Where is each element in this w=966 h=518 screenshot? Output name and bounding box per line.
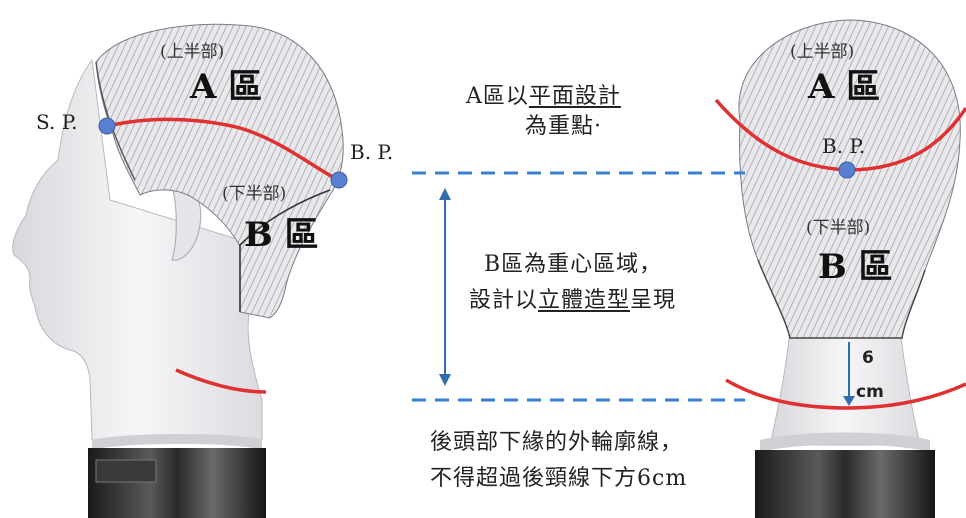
side-neck-line (175, 368, 267, 394)
note-b-line2: 設計以立體造型呈現 (469, 290, 676, 312)
side-base-label (95, 459, 157, 483)
side-sp-bp-line (107, 117, 339, 182)
back-neck-skin (769, 329, 921, 446)
side-head-skin (12, 58, 263, 441)
back-zone-a-sub: (上半部) (790, 42, 855, 62)
side-b-zone-outline (239, 189, 331, 312)
note-bottom-line2: 不得超過後頸線下方6cm (430, 466, 688, 491)
side-view-head (12, 23, 348, 518)
note-b-line1: B區為重心區域， (484, 252, 663, 277)
back-base-stand (755, 450, 935, 518)
back-zone-a-label: A 區 (808, 67, 881, 107)
sp-point (98, 117, 116, 135)
back-neck-line (725, 378, 966, 410)
measure-unit: cm (856, 382, 884, 402)
back-zone-b-sub: (下半部) (806, 218, 871, 238)
note-b-line2-emph: 立體造型 (538, 288, 631, 313)
note-a-line1: A區以平面設計 (466, 86, 621, 108)
back-bp-label: B. P. (822, 134, 866, 158)
back-b-zone-outline (757, 259, 926, 339)
note-a-line1-prefix: A區以 (466, 84, 529, 109)
back-view-head (714, 19, 966, 518)
back-bp-point (838, 161, 856, 179)
side-zone-a-sub: (上半部) (160, 42, 225, 62)
sp-label: S. P. (36, 110, 78, 134)
double-arrow-bottom-head (439, 374, 451, 386)
side-a-zone-edge (95, 61, 136, 181)
measure-value: 6 (862, 348, 874, 368)
side-base-collar (92, 434, 262, 450)
note-b-line2-suffix: 呈現 (630, 288, 677, 313)
side-zone-b-label: B 區 (244, 215, 319, 255)
side-base-stand (88, 448, 266, 518)
note-b-line2-prefix: 設計以 (469, 288, 539, 313)
note-a-line2: 為重點· (525, 114, 602, 139)
double-arrow-top-head (439, 188, 451, 200)
side-zone-a-label: A 區 (190, 67, 263, 107)
note-bottom-line1: 後頭部下緣的外輪廓線， (430, 430, 684, 455)
side-hair-cap (95, 23, 344, 319)
back-base-collar (760, 432, 930, 452)
note-a-line1-emph: 平面設計 (528, 84, 621, 109)
side-bp-label: B. P. (350, 140, 394, 164)
side-bp-point (330, 171, 348, 189)
back-zone-b-label: B 區 (818, 247, 893, 287)
measure-arrow-head (843, 396, 855, 406)
side-zone-b-sub: (下半部) (222, 184, 287, 204)
